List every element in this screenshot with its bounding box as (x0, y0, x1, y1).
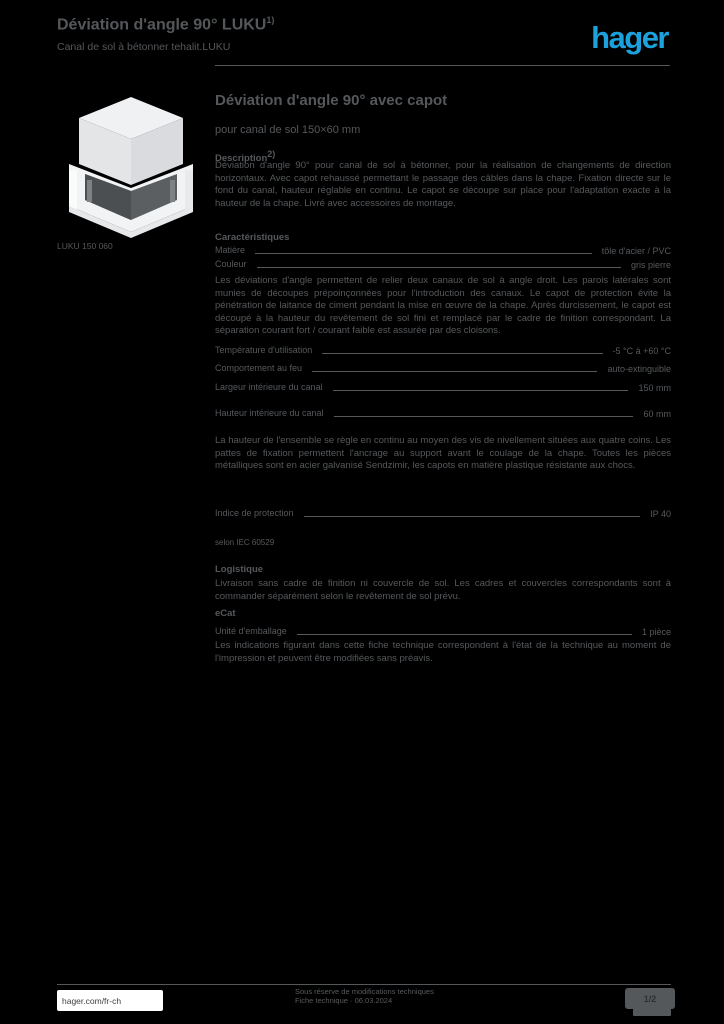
spec-label: Matière (215, 245, 246, 255)
spec-value: -5 °C à +60 °C (612, 346, 671, 356)
section-heading-characteristics: Caractéristiques (215, 232, 290, 243)
spec-paragraph-2: La hauteur de l'ensemble se règle en con… (215, 435, 671, 471)
footer-note-line2: Fiche technique · 06.03.2024 (295, 996, 393, 1005)
spec-row: Unité d'emballage 1 pièce (215, 626, 671, 637)
spec-label: Température d'utilisation (215, 345, 313, 355)
spec-value: 60 mm (643, 409, 671, 419)
spec-label: Largeur intérieure du canal (215, 382, 323, 392)
document-subtitle: Canal de sol à bétonner tehalit.LUKU (57, 41, 231, 53)
spec-value: tôle d'acier / PVC (601, 246, 671, 256)
row-rule (312, 370, 598, 372)
spec-paragraph-4: Les indications figurant dans cette fich… (215, 640, 671, 664)
spec-value: 150 mm (638, 383, 671, 393)
spec-row: Hauteur intérieure du canal 60 mm (215, 408, 671, 419)
product-reference-caption: LUKU 150 060 (57, 241, 113, 251)
ip-rating-note: selon IEC 60529 (215, 538, 275, 547)
hager-logo: hager (591, 20, 669, 55)
spec-row: Couleur gris pierre (215, 259, 671, 270)
spec-row: Indice de protection IP 40 (215, 508, 671, 519)
row-rule (332, 389, 629, 391)
row-rule (303, 515, 641, 517)
spec-value: 1 pièce (641, 627, 671, 637)
footer-url-box[interactable]: hager.com/fr-ch (57, 990, 163, 1011)
title-superscript: 1) (266, 15, 275, 25)
spec-row: Comportement au feu auto-extinguible (215, 363, 671, 374)
row-rule (255, 252, 592, 254)
description-heading: Description2) (215, 149, 671, 164)
spec-label: Comportement au feu (215, 363, 303, 373)
spec-label: Couleur (215, 259, 247, 269)
product-subtitle: pour canal de sol 150×60 mm (215, 124, 361, 136)
spec-label: Hauteur intérieure du canal (215, 408, 324, 418)
section-heading-logistics: Logistique (215, 564, 264, 575)
page-number: 1/2 (643, 993, 657, 1004)
document-title-text: Déviation d'angle 90° LUKU (57, 16, 267, 34)
row-rule (322, 352, 603, 354)
page-number-tab (633, 1009, 671, 1016)
footer-divider (57, 984, 671, 985)
row-rule (296, 633, 632, 635)
spec-row: Matière tôle d'acier / PVC (215, 245, 671, 256)
page-number-box: 1/2 (625, 988, 675, 1009)
spec-row: Largeur intérieure du canal 150 mm (215, 382, 671, 393)
spec-value: gris pierre (630, 260, 671, 270)
footer-url-link[interactable]: hager.com/fr-ch (62, 995, 122, 1006)
description-superscript: 2) (267, 149, 276, 159)
spec-label: Unité d'emballage (215, 626, 287, 636)
description-paragraph: Déviation d'angle 90° pour canal de sol … (215, 160, 671, 209)
spec-row: Température d'utilisation -5 °C à +60 °C (215, 345, 671, 356)
document-title: Déviation d'angle 90° LUKU1) (57, 11, 327, 34)
spec-paragraph-1: Les déviations d'angle permettent de rel… (215, 275, 671, 336)
row-rule (333, 415, 634, 417)
corner-duct-illustration (69, 97, 193, 238)
spec-paragraph-3: Livraison sans cadre de finition ni couv… (215, 578, 671, 602)
header-divider (215, 65, 670, 66)
row-rule (256, 266, 621, 268)
footer-note-line1: Sous réserve de modifications techniques (295, 987, 434, 996)
product-title: Déviation d'angle 90° avec capot (215, 92, 448, 109)
spec-value: auto-extinguible (607, 364, 671, 374)
product-image (57, 88, 205, 238)
description-heading-text: Description (215, 153, 268, 165)
section-heading-ecat: eCat (215, 608, 236, 619)
spec-label: Indice de protection (215, 508, 294, 518)
spec-value: IP 40 (650, 509, 671, 519)
